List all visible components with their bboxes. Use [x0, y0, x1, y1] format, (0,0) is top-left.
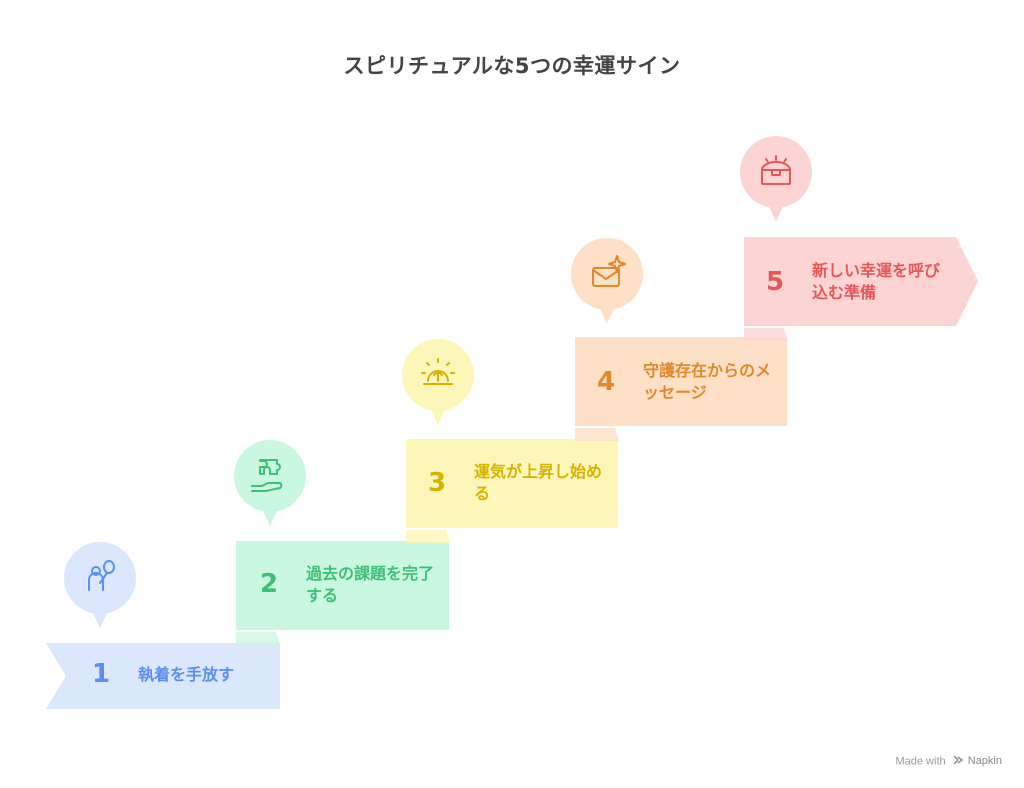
step-5-label: 新しい幸運を呼び込む準備 — [812, 261, 941, 302]
step-4-pin — [569, 236, 645, 330]
step-3-label: 運気が上昇し始める — [474, 462, 603, 503]
step-4-block: 4 守護存在からのメッセージ — [575, 337, 787, 426]
step-1-block: 1 執着を手放す — [46, 643, 280, 709]
step-2-pin — [232, 438, 308, 532]
step-4-number: 4 — [597, 367, 616, 397]
treasure-chest-icon — [761, 155, 791, 185]
envelope-sparkle-icon — [592, 255, 626, 287]
step-2-label: 過去の課題を完了する — [306, 564, 435, 605]
made-with-text: Made with — [895, 755, 946, 768]
step-5-pin — [738, 134, 814, 228]
step-1-pin — [62, 540, 138, 634]
napkin-brand: Napkin — [967, 755, 1002, 768]
hand-puzzle-icon — [251, 459, 283, 492]
step-3-block: 3 運気が上昇し始める — [406, 439, 618, 528]
napkin-logo-icon — [953, 755, 963, 768]
step-1-label: 執着を手放す — [138, 665, 235, 684]
step-3-number: 3 — [428, 468, 447, 498]
sunrise-icon — [421, 358, 455, 385]
step-2-number: 2 — [260, 569, 279, 599]
person-balloon-icon — [88, 560, 115, 591]
step-5-number: 5 — [766, 267, 785, 297]
made-with-napkin[interactable]: Made with Napkin — [895, 755, 1002, 768]
step-5-block: 5 新しい幸運を呼び込む準備 — [744, 237, 978, 326]
step-2-block: 2 過去の課題を完了する — [236, 541, 449, 630]
diagram-title: スピリチュアルな5つの幸運サイン — [343, 54, 681, 78]
step-3-pin — [400, 337, 476, 431]
step-4-label: 守護存在からのメッセージ — [643, 361, 772, 402]
step-1-number: 1 — [92, 659, 111, 689]
